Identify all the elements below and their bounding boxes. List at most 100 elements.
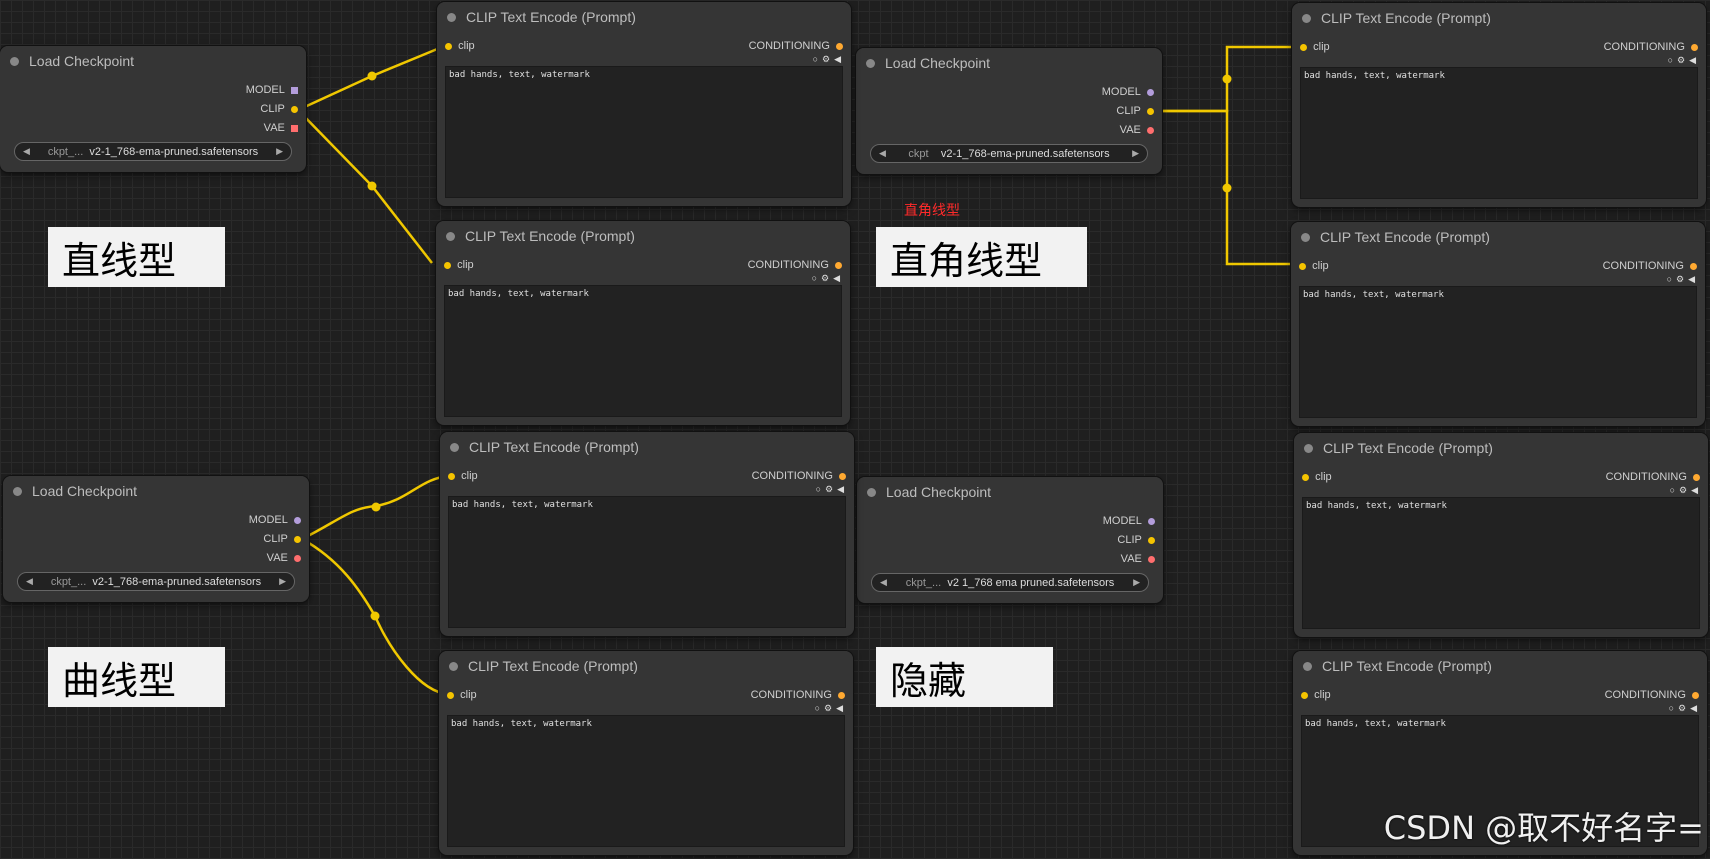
arrow-right-icon[interactable]: ▶ xyxy=(279,576,286,586)
clip-input-slot[interactable] xyxy=(1301,691,1308,699)
ckpt-name-combo[interactable]: ◀ ckpt_... v2 1_768 ema pruned.safetenso… xyxy=(871,573,1149,592)
node-header[interactable]: Load Checkpoint xyxy=(857,477,1163,507)
circle-icon[interactable]: ○ xyxy=(1668,703,1674,713)
gear-icon[interactable]: ⚙ xyxy=(825,484,834,494)
conditioning-output-slot[interactable] xyxy=(1691,43,1698,51)
load-checkpoint-node[interactable]: Load Checkpoint MODEL CLIP VAE ◀ ckpt_..… xyxy=(857,477,1163,603)
clip-text-encode-node[interactable]: CLIP Text Encode (Prompt) clip CONDITION… xyxy=(440,432,854,636)
arrow-left-icon[interactable]: ◀ xyxy=(26,576,33,586)
collapse-dot-icon[interactable] xyxy=(446,231,455,241)
prompt-textarea[interactable]: bad hands, text, watermark xyxy=(447,715,845,847)
clip-input-slot[interactable] xyxy=(444,261,451,269)
node-header[interactable]: Load Checkpoint xyxy=(856,48,1162,78)
clip-input-slot[interactable] xyxy=(445,42,452,50)
load-checkpoint-node[interactable]: Load Checkpoint MODEL CLIP VAE ◀ ckpt_..… xyxy=(3,476,309,602)
prompt-textarea[interactable]: bad hands, text, watermark xyxy=(1299,286,1697,418)
model-output-slot[interactable] xyxy=(294,516,301,524)
clip-input-slot[interactable] xyxy=(1300,43,1307,51)
node-header[interactable]: CLIP Text Encode (Prompt) xyxy=(439,651,853,681)
clip-text-encode-node[interactable]: CLIP Text Encode (Prompt) clip CONDITION… xyxy=(1293,651,1707,855)
clip-input-slot[interactable] xyxy=(447,691,454,699)
vae-output-slot[interactable] xyxy=(294,554,301,562)
gear-icon[interactable]: ⚙ xyxy=(821,273,830,283)
conditioning-output-slot[interactable] xyxy=(1693,473,1700,481)
conditioning-output-slot[interactable] xyxy=(1692,691,1699,699)
circle-icon[interactable]: ○ xyxy=(1669,485,1675,495)
speaker-icon[interactable]: ◀ xyxy=(836,703,843,713)
prompt-textarea[interactable]: bad hands, text, watermark xyxy=(1302,497,1700,629)
conditioning-output-slot[interactable] xyxy=(836,42,843,50)
collapse-dot-icon[interactable] xyxy=(1302,13,1311,23)
node-header[interactable]: CLIP Text Encode (Prompt) xyxy=(436,221,850,251)
arrow-right-icon[interactable]: ▶ xyxy=(276,146,283,156)
arrow-right-icon[interactable]: ▶ xyxy=(1132,148,1139,158)
circle-icon[interactable]: ○ xyxy=(812,54,818,64)
collapse-dot-icon[interactable] xyxy=(1304,443,1313,453)
clip-input-slot[interactable] xyxy=(448,472,455,480)
collapse-dot-icon[interactable] xyxy=(449,661,458,671)
collapse-dot-icon[interactable] xyxy=(1301,232,1310,242)
circle-icon[interactable]: ○ xyxy=(811,273,817,283)
speaker-icon[interactable]: ◀ xyxy=(1689,55,1696,65)
clip-text-encode-node[interactable]: CLIP Text Encode (Prompt) clip CONDITION… xyxy=(439,651,853,855)
speaker-icon[interactable]: ◀ xyxy=(1690,703,1697,713)
speaker-icon[interactable]: ◀ xyxy=(833,273,840,283)
load-checkpoint-node[interactable]: Load Checkpoint MODEL CLIP VAE ◀ ckpt v2… xyxy=(856,48,1162,174)
gear-icon[interactable]: ⚙ xyxy=(1677,55,1686,65)
ckpt-name-combo[interactable]: ◀ ckpt v2-1_768-ema-pruned.safetensors ▶ xyxy=(870,144,1148,163)
node-header[interactable]: CLIP Text Encode (Prompt) xyxy=(1291,222,1705,252)
vae-output-slot[interactable] xyxy=(291,124,298,132)
circle-icon[interactable]: ○ xyxy=(815,484,821,494)
model-output-slot[interactable] xyxy=(1148,517,1155,525)
vae-output-slot[interactable] xyxy=(1147,126,1154,134)
clip-output-slot[interactable] xyxy=(294,535,301,543)
node-header[interactable]: CLIP Text Encode (Prompt) xyxy=(440,432,854,462)
node-header[interactable]: CLIP Text Encode (Prompt) xyxy=(1294,433,1708,463)
circle-icon[interactable]: ○ xyxy=(1667,55,1673,65)
model-output-slot[interactable] xyxy=(1147,88,1154,96)
circle-icon[interactable]: ○ xyxy=(1666,274,1672,284)
clip-output-slot[interactable] xyxy=(1147,107,1154,115)
clip-output-slot[interactable] xyxy=(291,105,298,113)
arrow-left-icon[interactable]: ◀ xyxy=(879,148,886,158)
conditioning-output-slot[interactable] xyxy=(1690,262,1697,270)
clip-text-encode-node[interactable]: CLIP Text Encode (Prompt) clip CONDITION… xyxy=(1294,433,1708,637)
load-checkpoint-node[interactable]: Load Checkpoint MODEL CLIP VAE ◀ ckpt_..… xyxy=(0,46,306,172)
clip-text-encode-node[interactable]: CLIP Text Encode (Prompt) clip CONDITION… xyxy=(437,2,851,206)
prompt-textarea[interactable]: bad hands, text, watermark xyxy=(444,285,842,417)
collapse-dot-icon[interactable] xyxy=(1303,661,1312,671)
prompt-textarea[interactable]: bad hands, text, watermark xyxy=(448,496,846,628)
circle-icon[interactable]: ○ xyxy=(814,703,820,713)
clip-text-encode-node[interactable]: CLIP Text Encode (Prompt) clip CONDITION… xyxy=(436,221,850,425)
node-header[interactable]: CLIP Text Encode (Prompt) xyxy=(1293,651,1707,681)
gear-icon[interactable]: ⚙ xyxy=(1678,703,1687,713)
arrow-left-icon[interactable]: ◀ xyxy=(880,577,887,587)
node-header[interactable]: Load Checkpoint xyxy=(0,46,306,76)
collapse-dot-icon[interactable] xyxy=(10,56,19,66)
vae-output-slot[interactable] xyxy=(1148,555,1155,563)
clip-text-encode-node[interactable]: CLIP Text Encode (Prompt) clip CONDITION… xyxy=(1291,222,1705,426)
arrow-right-icon[interactable]: ▶ xyxy=(1133,577,1140,587)
collapse-dot-icon[interactable] xyxy=(447,12,456,22)
prompt-textarea[interactable]: bad hands, text, watermark xyxy=(445,66,843,198)
speaker-icon[interactable]: ◀ xyxy=(1691,485,1698,495)
node-header[interactable]: CLIP Text Encode (Prompt) xyxy=(1292,3,1706,33)
ckpt-name-combo[interactable]: ◀ ckpt_... v2-1_768-ema-pruned.safetenso… xyxy=(17,572,295,591)
ckpt-name-combo[interactable]: ◀ ckpt_... v2-1_768-ema-pruned.safetenso… xyxy=(14,142,292,161)
conditioning-output-slot[interactable] xyxy=(839,472,846,480)
clip-output-slot[interactable] xyxy=(1148,536,1155,544)
clip-input-slot[interactable] xyxy=(1302,473,1309,481)
speaker-icon[interactable]: ◀ xyxy=(834,54,841,64)
conditioning-output-slot[interactable] xyxy=(835,261,842,269)
collapse-dot-icon[interactable] xyxy=(867,487,876,497)
model-output-slot[interactable] xyxy=(291,86,298,94)
speaker-icon[interactable]: ◀ xyxy=(837,484,844,494)
collapse-dot-icon[interactable] xyxy=(450,442,459,452)
gear-icon[interactable]: ⚙ xyxy=(824,703,833,713)
speaker-icon[interactable]: ◀ xyxy=(1688,274,1695,284)
prompt-textarea[interactable]: bad hands, text, watermark xyxy=(1301,715,1699,847)
prompt-textarea[interactable]: bad hands, text, watermark xyxy=(1300,67,1698,199)
node-header[interactable]: CLIP Text Encode (Prompt) xyxy=(437,2,851,32)
gear-icon[interactable]: ⚙ xyxy=(1679,485,1688,495)
gear-icon[interactable]: ⚙ xyxy=(1676,274,1685,284)
